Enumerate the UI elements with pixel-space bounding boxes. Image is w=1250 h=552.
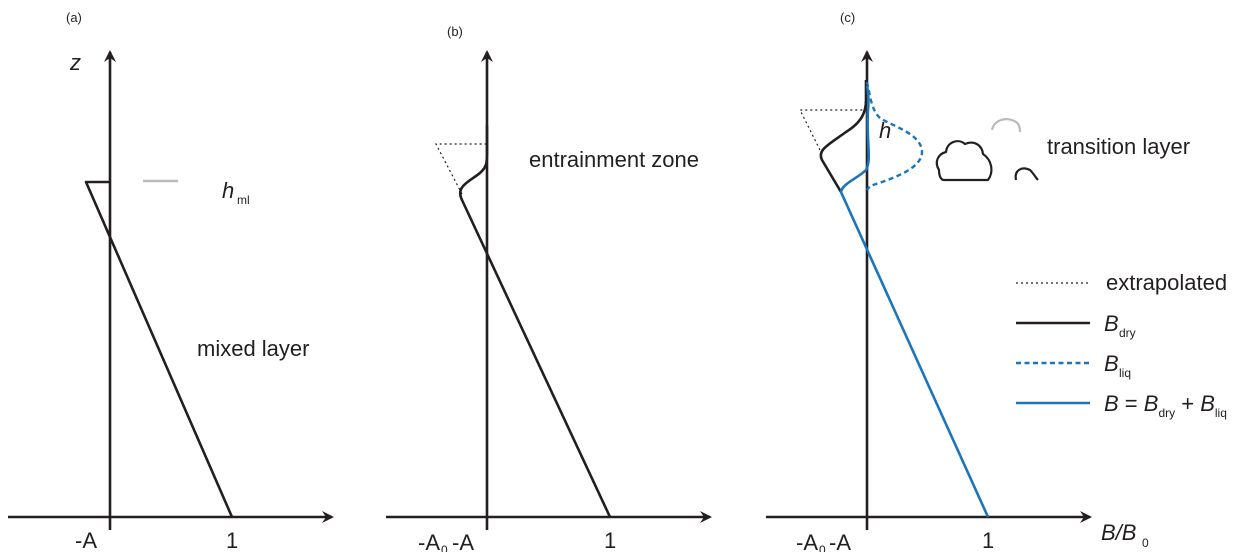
panel-b: (b) entrainment zone -A 0 -A 1	[386, 24, 712, 552]
panel-b-tick-neg-a: -A	[452, 530, 474, 552]
panel-c-b-total-profile	[839, 85, 990, 518]
cumulus-cloud-icon	[935, 140, 993, 182]
legend-extrapolated-label: extrapolated	[1106, 270, 1227, 295]
legend: extrapolated B dry B liq B = Bdry + Bliq	[1016, 270, 1227, 420]
transition-layer-label: transition layer	[1047, 134, 1190, 159]
panel-c-tick-one: 1	[982, 528, 994, 552]
panel-b-tick-neg-a0: -A	[418, 530, 440, 552]
h-label: h	[879, 118, 891, 143]
panel-a: (a) z h ml mixed layer -A 1	[8, 10, 334, 552]
panel-a-buoyancy-profile	[84, 180, 234, 518]
panel-c-tag: (c)	[840, 10, 855, 25]
panel-c-b-dry-profile	[819, 80, 868, 193]
panel-b-extrapolated	[435, 143, 486, 195]
legend-b-dry-label: B	[1104, 311, 1119, 336]
panel-c-tick-neg-a0: -A	[796, 530, 818, 552]
panel-c-tick-neg-a: -A	[829, 530, 851, 552]
panel-b-tag: (b)	[447, 24, 463, 39]
panel-b-tick-neg-a0-subscript: 0	[441, 543, 448, 552]
x-axis-label-subscript: 0	[1142, 536, 1149, 550]
panel-a-tag: (a)	[66, 10, 82, 25]
panel-b-buoyancy-profile	[458, 125, 612, 518]
legend-b-dry-subscript: dry	[1119, 326, 1136, 340]
entrainment-zone-label: entrainment zone	[529, 147, 699, 172]
small-cloud-icon	[1014, 167, 1039, 181]
mixed-layer-label: mixed layer	[197, 336, 309, 361]
panel-b-tick-one: 1	[604, 528, 616, 552]
legend-b-liq-label: B	[1104, 351, 1119, 376]
panel-c-extrapolated	[799, 109, 866, 151]
dissipating-cloud-icon	[990, 118, 1022, 133]
panel-a-tick-one: 1	[226, 528, 238, 552]
h-ml-label: h	[222, 178, 234, 203]
z-axis-label: z	[69, 50, 81, 75]
panel-c-tick-neg-a0-subscript: 0	[819, 543, 826, 552]
legend-b-total-label: B = Bdry + Bliq	[1104, 391, 1227, 420]
panel-c-b-liq-profile	[865, 81, 924, 191]
legend-b-liq-subscript: liq	[1119, 366, 1131, 380]
panel-c: (c) h transition layer -A 0 -A 1 B/B 0	[766, 10, 1190, 552]
h-ml-subscript: ml	[237, 193, 250, 207]
x-axis-label: B/B	[1101, 520, 1136, 545]
panel-a-tick-neg-a: -A	[75, 528, 97, 552]
